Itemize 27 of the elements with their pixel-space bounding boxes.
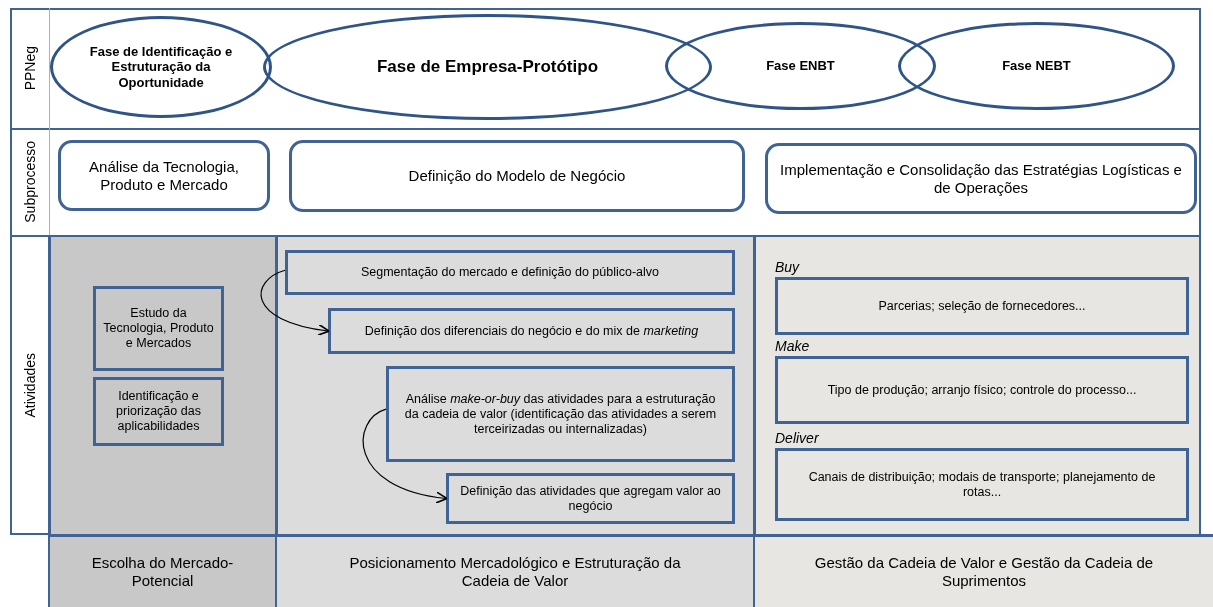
phase-ellipse: Fase de Identificação e Estruturação da Oportunidade: [50, 16, 272, 118]
curved-arrow: [362, 408, 448, 504]
section-label: Make: [775, 338, 810, 354]
activity-box: Identificação e priorização das aplicabilidades: [93, 377, 224, 446]
row-header: Subprocesso: [20, 140, 39, 223]
activity-box: Parcerias; seleção de fornecedores...: [775, 277, 1189, 335]
activity-box: Estudo da Tecnologia, Produto e Mercados: [93, 286, 224, 371]
stage-cell: Posicionamento Mercadológico e Estruturação da Cadeia de Valor: [277, 537, 753, 607]
subprocess-box: Implementação e Consolidação das Estratégias Logísticas e de Operações: [765, 143, 1197, 214]
section-label: Deliver: [775, 430, 819, 446]
section-label: Buy: [775, 259, 800, 275]
activity-box: Análise make-or-buy das atividades para a estruturação da cadeia de valor (identificação das atividades a serem terceirizadas ou internalizadas): [386, 366, 735, 462]
activity-box: Segmentação do mercado e definição do público-alvo: [285, 250, 735, 295]
subprocess-box: Análise da Tecnologia, Produto e Mercado: [58, 140, 270, 211]
activity-box: Definição dos diferenciais do negócio e do mix de marketing: [328, 308, 735, 354]
subprocess-box: Definição do Modelo de Negócio: [289, 140, 745, 212]
curved-arrow: [260, 269, 330, 336]
stage-cell: Escolha do Mercado-Potencial: [50, 537, 275, 607]
stage-cell: Gestão da Cadeia de Valor e Gestão da Cadeia de Suprimentos: [755, 537, 1213, 607]
activity-box: Tipo de produção; arranjo físico; controle do processo...: [775, 356, 1189, 424]
row-header: Atividades: [20, 352, 39, 418]
activity-box: Canais de distribuição; modais de transporte; planejamento de rotas...: [775, 448, 1189, 521]
phase-ellipse: Fase NEBT: [898, 22, 1175, 110]
row-header: PPNeg: [20, 45, 39, 91]
activity-box: Definição das atividades que agregam valor ao negócio: [446, 473, 735, 524]
phase-ellipse: Fase ENBT: [665, 22, 936, 110]
phase-ellipse: Fase de Empresa-Protótipo: [263, 14, 712, 120]
